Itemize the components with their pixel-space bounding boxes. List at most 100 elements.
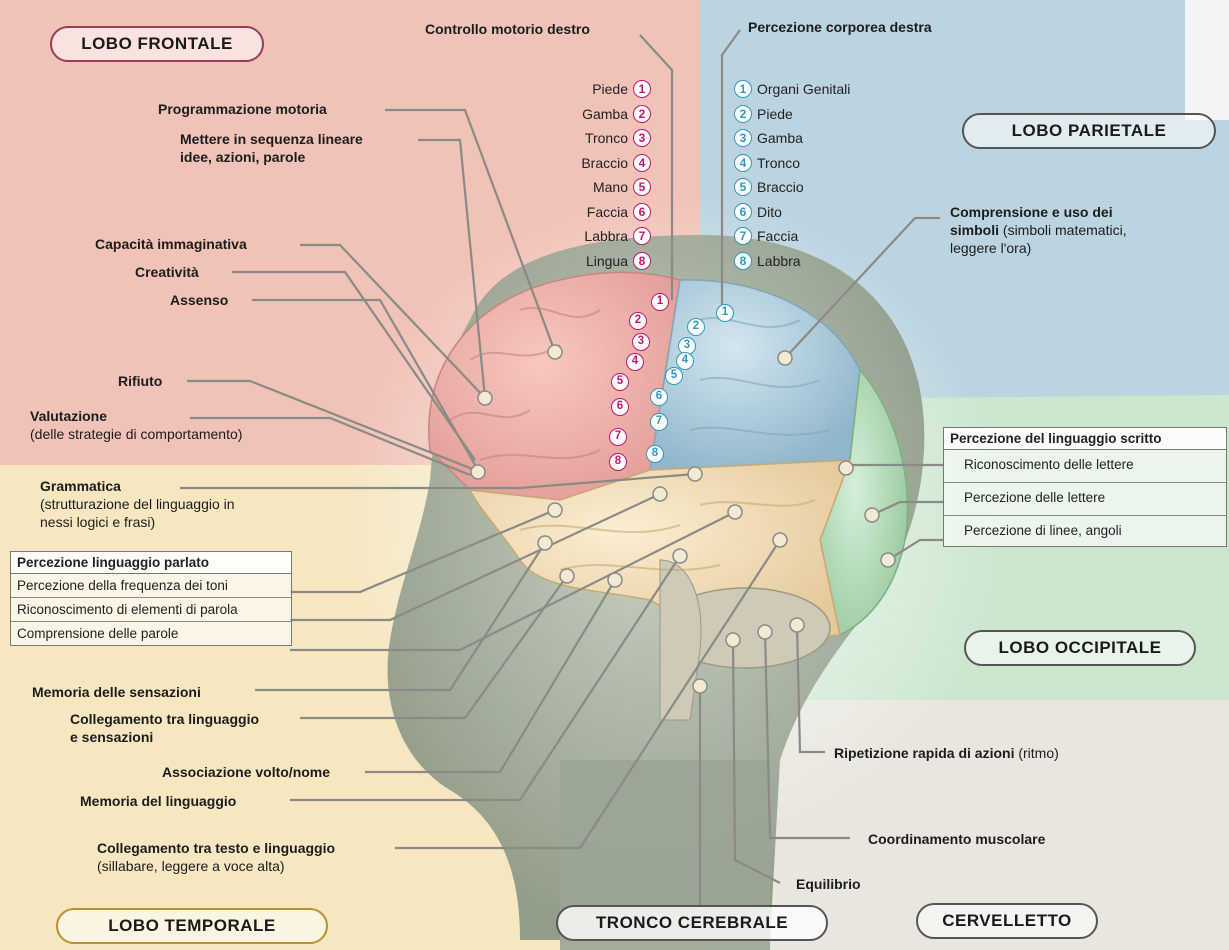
motor-list: Piede1 Gamba2 Tronco 3 Braccio 4 Mano 5 Fac…	[581, 77, 651, 273]
brain-marker-motor-3: 3	[632, 333, 650, 351]
sensory-num-4: 4	[734, 154, 752, 172]
label-assenso: Assenso	[170, 292, 228, 309]
label-collegamento-1: Collegamento tra linguaggio	[70, 711, 259, 728]
sensory-num-6: 6	[734, 203, 752, 221]
parlato-box: Percezione linguaggio parlato Percezione…	[10, 551, 292, 646]
label-valutazione-sub: (delle strategie di comportamento)	[30, 426, 242, 443]
label-equilibrio: Equilibrio	[796, 876, 861, 893]
motor-label-1: Piede	[592, 77, 628, 102]
label-ripetizione-bold: Ripetizione rapida di azioni	[834, 745, 1014, 761]
sensory-num-7: 7	[734, 227, 752, 245]
motor-label-8: Lingua	[586, 249, 628, 274]
label-sequenza-1: Mettere in sequenza lineare	[180, 131, 363, 148]
lobe-parietale-label: LOBO PARIETALE	[962, 113, 1216, 149]
brain-marker-motor-5: 5	[611, 373, 629, 391]
parlato-header: Percezione linguaggio parlato	[11, 552, 291, 574]
cervelletto-label: CERVELLETTO	[916, 903, 1098, 939]
motor-row-5: Mano 5	[581, 175, 651, 200]
sensory-label-4: Tronco	[757, 151, 800, 176]
label-memoria-linguaggio: Memoria del linguaggio	[80, 793, 236, 810]
label-valutazione: Valutazione	[30, 408, 107, 425]
motor-label-7: Labbra	[584, 224, 628, 249]
brain-marker-sensory-8: 8	[646, 445, 664, 463]
label-programmazione: Programmazione motoria	[158, 101, 327, 118]
sensory-label-3: Gamba	[757, 126, 803, 151]
sensory-label-5: Braccio	[757, 175, 804, 200]
motor-row-3: Tronco 3	[581, 126, 651, 151]
motor-num-7: 7	[633, 227, 651, 245]
sensory-title: Percezione corporea destra	[748, 19, 932, 36]
parlato-item-1: Percezione della frequenza dei toni	[11, 574, 291, 598]
brain-marker-sensory-2: 2	[687, 318, 705, 336]
label-grammatica-sub-1: (strutturazione del linguaggio in	[40, 496, 235, 513]
lobe-temporale-label: LOBO TEMPORALE	[56, 908, 328, 944]
label-simboli-1: Comprensione e uso dei	[950, 204, 1113, 221]
label-ripetizione: Ripetizione rapida di azioni (ritmo)	[834, 745, 1059, 762]
sensory-row-1: 1 Organi Genitali	[734, 77, 850, 102]
label-rifiuto: Rifiuto	[118, 373, 162, 390]
label-testo-2: (sillabare, leggere a voce alta)	[97, 858, 285, 875]
tronco-cerebrale-label: TRONCO CEREBRALE	[556, 905, 828, 941]
sensory-row-6: 6 Dito	[734, 200, 850, 225]
label-grammatica-sub-2: nessi logici e frasi)	[40, 514, 155, 531]
sensory-row-5: 5 Braccio	[734, 175, 850, 200]
label-memoria-sensazioni: Memoria delle sensazioni	[32, 684, 201, 701]
label-simboli-2-bold: simboli	[950, 222, 999, 238]
label-coordinamento: Coordinamento muscolare	[868, 831, 1045, 848]
brain-marker-sensory-7: 7	[650, 413, 668, 431]
brain-marker-sensory-1: 1	[716, 304, 734, 322]
motor-num-5: 5	[633, 178, 651, 196]
motor-num-8: 8	[633, 252, 651, 270]
brain-marker-motor-7: 7	[609, 428, 627, 446]
label-creativita: Creatività	[135, 264, 199, 281]
brain-marker-sensory-4: 4	[676, 352, 694, 370]
sensory-num-1: 1	[734, 80, 752, 98]
sensory-num-8: 8	[734, 252, 752, 270]
motor-num-3: 3	[633, 129, 651, 147]
sensory-label-6: Dito	[757, 200, 782, 225]
label-grammatica: Grammatica	[40, 478, 121, 495]
label-testo-1: Collegamento tra testo e linguaggio	[97, 840, 335, 857]
motor-row-4: Braccio 4	[581, 151, 651, 176]
scritto-item-2: Percezione delle lettere	[944, 483, 1226, 516]
motor-num-4: 4	[633, 154, 651, 172]
motor-label-5: Mano	[593, 175, 628, 200]
brain-marker-sensory-5: 5	[665, 367, 683, 385]
motor-label-3: Tronco	[585, 126, 628, 151]
brain-marker-motor-4: 4	[626, 353, 644, 371]
label-simboli-3: leggere l'ora)	[950, 240, 1031, 257]
parlato-item-3: Comprensione delle parole	[11, 622, 291, 645]
scritto-header: Percezione del linguaggio scritto	[944, 428, 1226, 450]
sensory-num-5: 5	[734, 178, 752, 196]
label-sequenza-2: idee, azioni, parole	[180, 149, 305, 166]
label-simboli-2-normal: (simboli matematici,	[999, 222, 1127, 238]
lobe-frontale-label: LOBO FRONTALE	[50, 26, 264, 62]
motor-title: Controllo motorio destro	[425, 21, 590, 38]
sensory-num-3: 3	[734, 129, 752, 147]
motor-row-7: Labbra 7	[581, 224, 651, 249]
sensory-label-1: Organi Genitali	[757, 77, 850, 102]
label-associazione: Associazione volto/nome	[162, 764, 330, 781]
scritto-box: Percezione del linguaggio scritto Ricono…	[943, 427, 1227, 547]
sensory-row-3: 3 Gamba	[734, 126, 850, 151]
brain-marker-sensory-6: 6	[650, 388, 668, 406]
sensory-row-4: 4 Tronco	[734, 151, 850, 176]
lobe-occipitale-label: LOBO OCCIPITALE	[964, 630, 1196, 666]
scritto-item-1: Riconoscimento delle lettere	[944, 450, 1226, 483]
motor-label-6: Faccia	[587, 200, 628, 225]
motor-label-4: Braccio	[581, 151, 628, 176]
sensory-label-8: Labbra	[757, 249, 801, 274]
label-immaginativa: Capacità immaginativa	[95, 236, 247, 253]
sensory-num-2: 2	[734, 105, 752, 123]
brain-marker-motor-8: 8	[609, 453, 627, 471]
sensory-row-8: 8 Labbra	[734, 249, 850, 274]
brain-marker-motor-2: 2	[629, 312, 647, 330]
label-simboli-2: simboli (simboli matematici,	[950, 222, 1127, 239]
